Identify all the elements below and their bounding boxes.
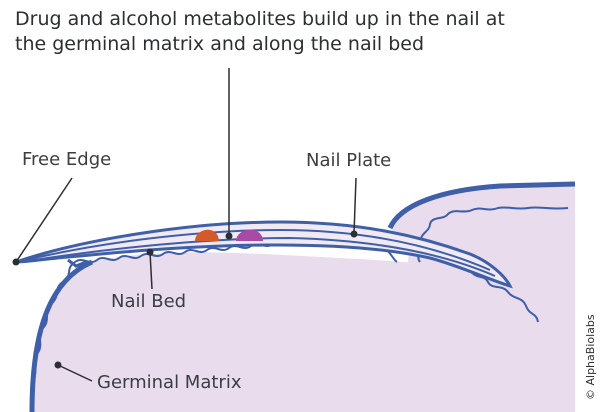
free-edge-leader-dot xyxy=(12,258,20,266)
label-free-edge: Free Edge xyxy=(22,149,111,170)
free-edge-leader-line xyxy=(15,177,73,263)
title-leader-dot xyxy=(225,232,233,240)
diagram-title-line-1: Drug and alcohol metabolites build up in… xyxy=(15,8,505,30)
diagram-title-line-2: the germinal matrix and along the nail b… xyxy=(15,33,424,55)
nail-plate-leader-dot xyxy=(350,230,358,238)
metabolite-purple xyxy=(236,229,263,241)
label-nail-bed: Nail Bed xyxy=(111,291,186,312)
germinal-matrix-leader-dot xyxy=(54,361,62,369)
metabolite-orange xyxy=(195,229,219,241)
nail-bed-leader-line xyxy=(149,251,153,290)
nail-plate-layer-2 xyxy=(27,236,496,277)
fold-outline xyxy=(387,181,576,230)
hyponychium xyxy=(67,258,87,268)
nail-plate-layer-1 xyxy=(21,228,491,271)
finger-outline xyxy=(29,259,94,412)
nail-plate-leader-line xyxy=(353,177,357,235)
copyright-credit: © AlphaBiolabs xyxy=(584,314,597,400)
nail-bed-leader-dot xyxy=(146,248,154,256)
germinal-matrix-leader-line xyxy=(57,364,93,382)
label-nail-plate: Nail Plate xyxy=(306,150,391,171)
nail-plate-shape xyxy=(15,220,513,289)
label-germinal-matrix: Germinal Matrix xyxy=(97,372,242,393)
